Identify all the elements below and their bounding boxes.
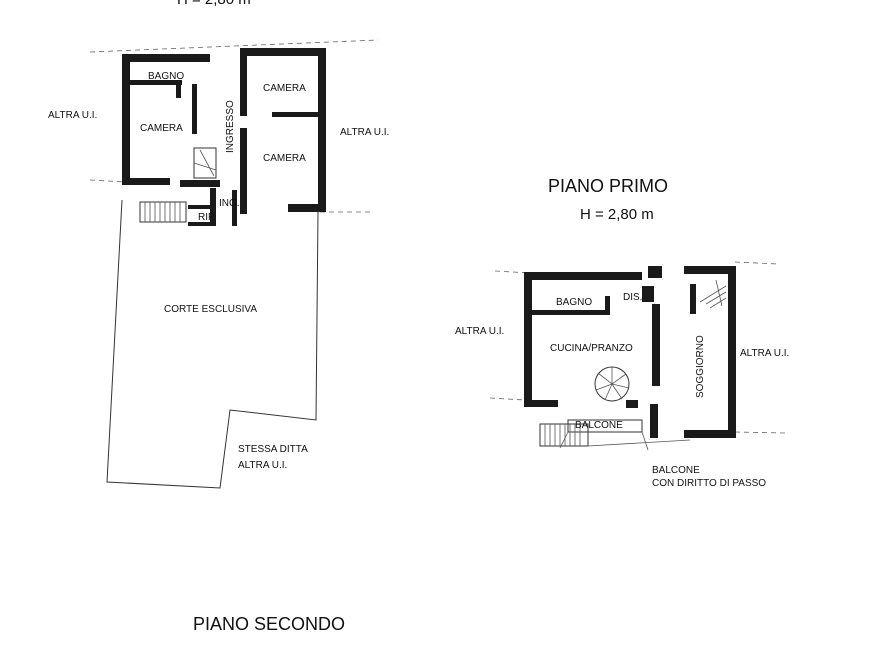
- floor-title-primo: PIANO PRIMO: [548, 176, 668, 196]
- room-label-camera-bottom-right: CAMERA: [263, 153, 306, 164]
- adjacent-unit-right: ALTRA U.I.: [340, 127, 389, 138]
- wall-bottom-left: [524, 400, 558, 407]
- stair-line: [193, 162, 217, 171]
- boundary-line-left: [89, 179, 126, 183]
- wall-central: [652, 304, 660, 386]
- wall-camera-divider: [272, 112, 318, 117]
- boundary-line-top-right: [734, 261, 779, 265]
- room-label-rip: RIP: [198, 212, 215, 223]
- wall-top-left: [122, 54, 210, 62]
- boundary-line-bottom-left: [489, 397, 526, 401]
- floor-height-label: H = 2,80 m: [580, 206, 654, 223]
- wall-rip-top: [188, 205, 216, 209]
- balcony-rail: [567, 419, 643, 433]
- right-floor-plan: PIANO PRIMO H = 2,80 m: [455, 176, 789, 489]
- room-label-ing: ING.: [219, 198, 240, 209]
- room-label-camera-top-right: CAMERA: [263, 83, 306, 94]
- wall-top-right: [684, 266, 732, 274]
- adjacent-unit-right: ALTRA U.I.: [740, 348, 789, 359]
- wall-bagno-side: [605, 296, 610, 315]
- wall-left: [122, 62, 130, 185]
- wall-top-right: [240, 48, 322, 56]
- courtyard-outline: [106, 199, 319, 489]
- floor-title-secondo: PIANO SECONDO: [193, 614, 345, 634]
- wall-bottom-mid: [180, 180, 220, 187]
- wall-ingresso-right-bottom: [240, 128, 247, 214]
- wall-bottom-mid: [626, 400, 638, 408]
- room-label-soggiorno: SOGGIORNO: [695, 335, 706, 398]
- wall-bagno-bottom: [532, 310, 610, 315]
- wall-top-left: [524, 272, 642, 280]
- courtyard-label: CORTE ESCLUSIVA: [164, 304, 257, 315]
- wall-soggiorno-stub: [690, 284, 696, 314]
- boundary-line-top: [89, 39, 379, 53]
- wall-ingresso-left: [192, 84, 197, 134]
- wall-rip-bottom: [188, 222, 216, 226]
- note-line-2: ALTRA U.I.: [238, 460, 287, 471]
- boundary-line-bottom-right: [734, 431, 786, 434]
- wall-bottom-right: [684, 430, 736, 438]
- wall-right: [728, 266, 736, 438]
- wall-bagno-bottom: [130, 80, 182, 85]
- note-line-1: STESSA DITTA: [238, 444, 308, 455]
- wall-bottom-left: [122, 178, 170, 185]
- stair-line-2: [199, 149, 215, 177]
- room-label-ingresso: INGRESSO: [225, 100, 236, 153]
- wall-bagno-side: [176, 80, 181, 98]
- external-stairs-right: [539, 423, 589, 447]
- wall-right: [318, 48, 326, 212]
- wall-ing: [232, 190, 237, 226]
- top-cut-height-label: H = 2,80 m: [177, 0, 251, 8]
- left-floor-plan: BAGNO CAMERA INGRESSO CAMERA CAMERA ING.…: [48, 39, 389, 634]
- spiral-staircase: [594, 366, 630, 402]
- room-label-camera-left: CAMERA: [140, 123, 183, 134]
- wall-ingresso-right-top: [240, 56, 247, 116]
- room-label-balcone: BALCONE: [575, 420, 623, 431]
- balcone-note-line-1: BALCONE: [652, 465, 700, 476]
- corner-stair: [699, 279, 727, 309]
- wall-bottom-pillar: [650, 404, 658, 438]
- room-label-dis: DIS.: [623, 292, 642, 303]
- wall-dis-pillar: [642, 286, 654, 302]
- passage-line: [587, 439, 691, 447]
- balcone-note-line-2: CON DIRITTO DI PASSO: [652, 478, 766, 489]
- wall-bottom-right: [288, 204, 326, 212]
- room-label-cucina: CUCINA/PRANZO: [550, 343, 633, 354]
- room-label-bagno: BAGNO: [148, 71, 184, 82]
- wall-top-pillar: [648, 266, 662, 278]
- room-label-bagno: BAGNO: [556, 297, 592, 308]
- adjacent-unit-left: ALTRA U.I.: [455, 326, 504, 337]
- external-stairs-left: [139, 201, 187, 223]
- wall-left: [524, 274, 532, 406]
- adjacent-unit-left: ALTRA U.I.: [48, 110, 97, 121]
